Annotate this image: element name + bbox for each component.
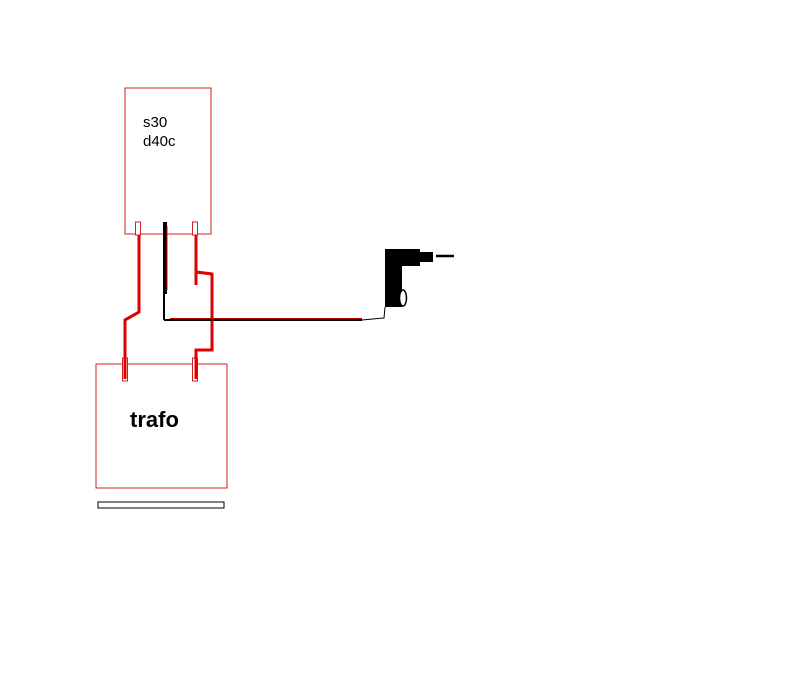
transformer-label: trafo [130,407,179,432]
dc-output-wire [163,222,386,321]
transformer-base-plate [97,501,225,509]
rectifier-pin-left [135,221,141,236]
rectifier-box [124,87,212,235]
transformer-box [95,363,228,489]
dc-plug-body [385,249,433,307]
rectifier-component: s30 d40c [124,87,212,236]
rectifier-label-line2: d40c [143,133,176,150]
rectifier-pin-right [192,221,198,236]
dc-plug-icon [385,249,454,307]
black-wire-thin-end [361,306,386,321]
red-wire-left [123,235,141,379]
red-wire-right [194,235,214,379]
ac-wires [123,235,214,379]
transformer-component: trafo [95,357,228,509]
rectifier-label-line1: s30 [143,114,167,131]
dc-plug-clip [398,289,408,307]
